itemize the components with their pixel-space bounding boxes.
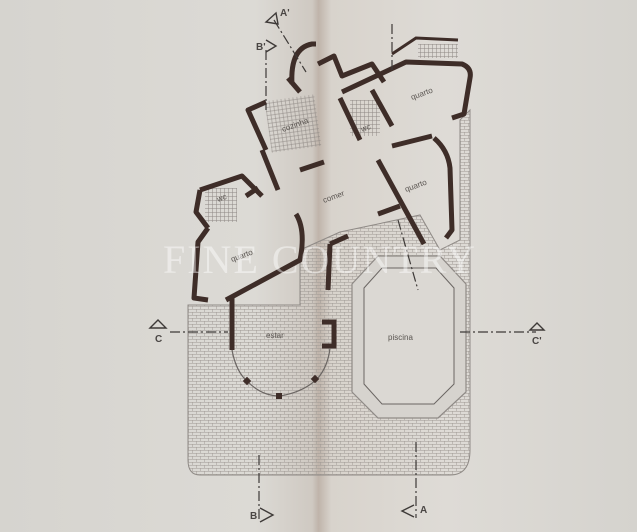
kitchen-tiles [264, 94, 322, 153]
wc-left-tiles [205, 188, 237, 222]
stairs-tiles [418, 44, 458, 58]
room-label-quarto-right: quarto [404, 177, 429, 193]
room-label-estar: estar [266, 331, 284, 340]
stairs-wall [391, 36, 459, 56]
svg-text:C': C' [532, 336, 542, 347]
section-marker-b-top: B' [256, 39, 278, 53]
svg-text:C: C [155, 334, 162, 345]
room-label-quarto-top: quarto [410, 85, 435, 101]
room-label-wc-left: wc [215, 192, 228, 204]
section-marker-a-bottom: A [400, 504, 427, 518]
section-marker-c-right: C' [528, 322, 546, 347]
walls [191, 41, 473, 350]
section-marker-c-left: C [148, 319, 168, 345]
room-label-wc-top: wc [359, 122, 372, 134]
fireplace [322, 319, 337, 349]
svg-text:A': A' [280, 8, 290, 19]
pool [351, 255, 467, 419]
section-marker-a-top: A' [264, 8, 290, 25]
svg-text:B': B' [256, 42, 266, 53]
estar-bay-window [231, 347, 331, 399]
section-marker-b-bottom: B [250, 507, 275, 523]
svg-text:A: A [420, 505, 427, 516]
room-label-comer: comer [322, 189, 346, 205]
watermark: FINE COUNTRY [162, 237, 478, 282]
section-lines [170, 19, 536, 520]
room-label-piscina: piscina [388, 333, 413, 342]
svg-text:B: B [250, 511, 257, 522]
